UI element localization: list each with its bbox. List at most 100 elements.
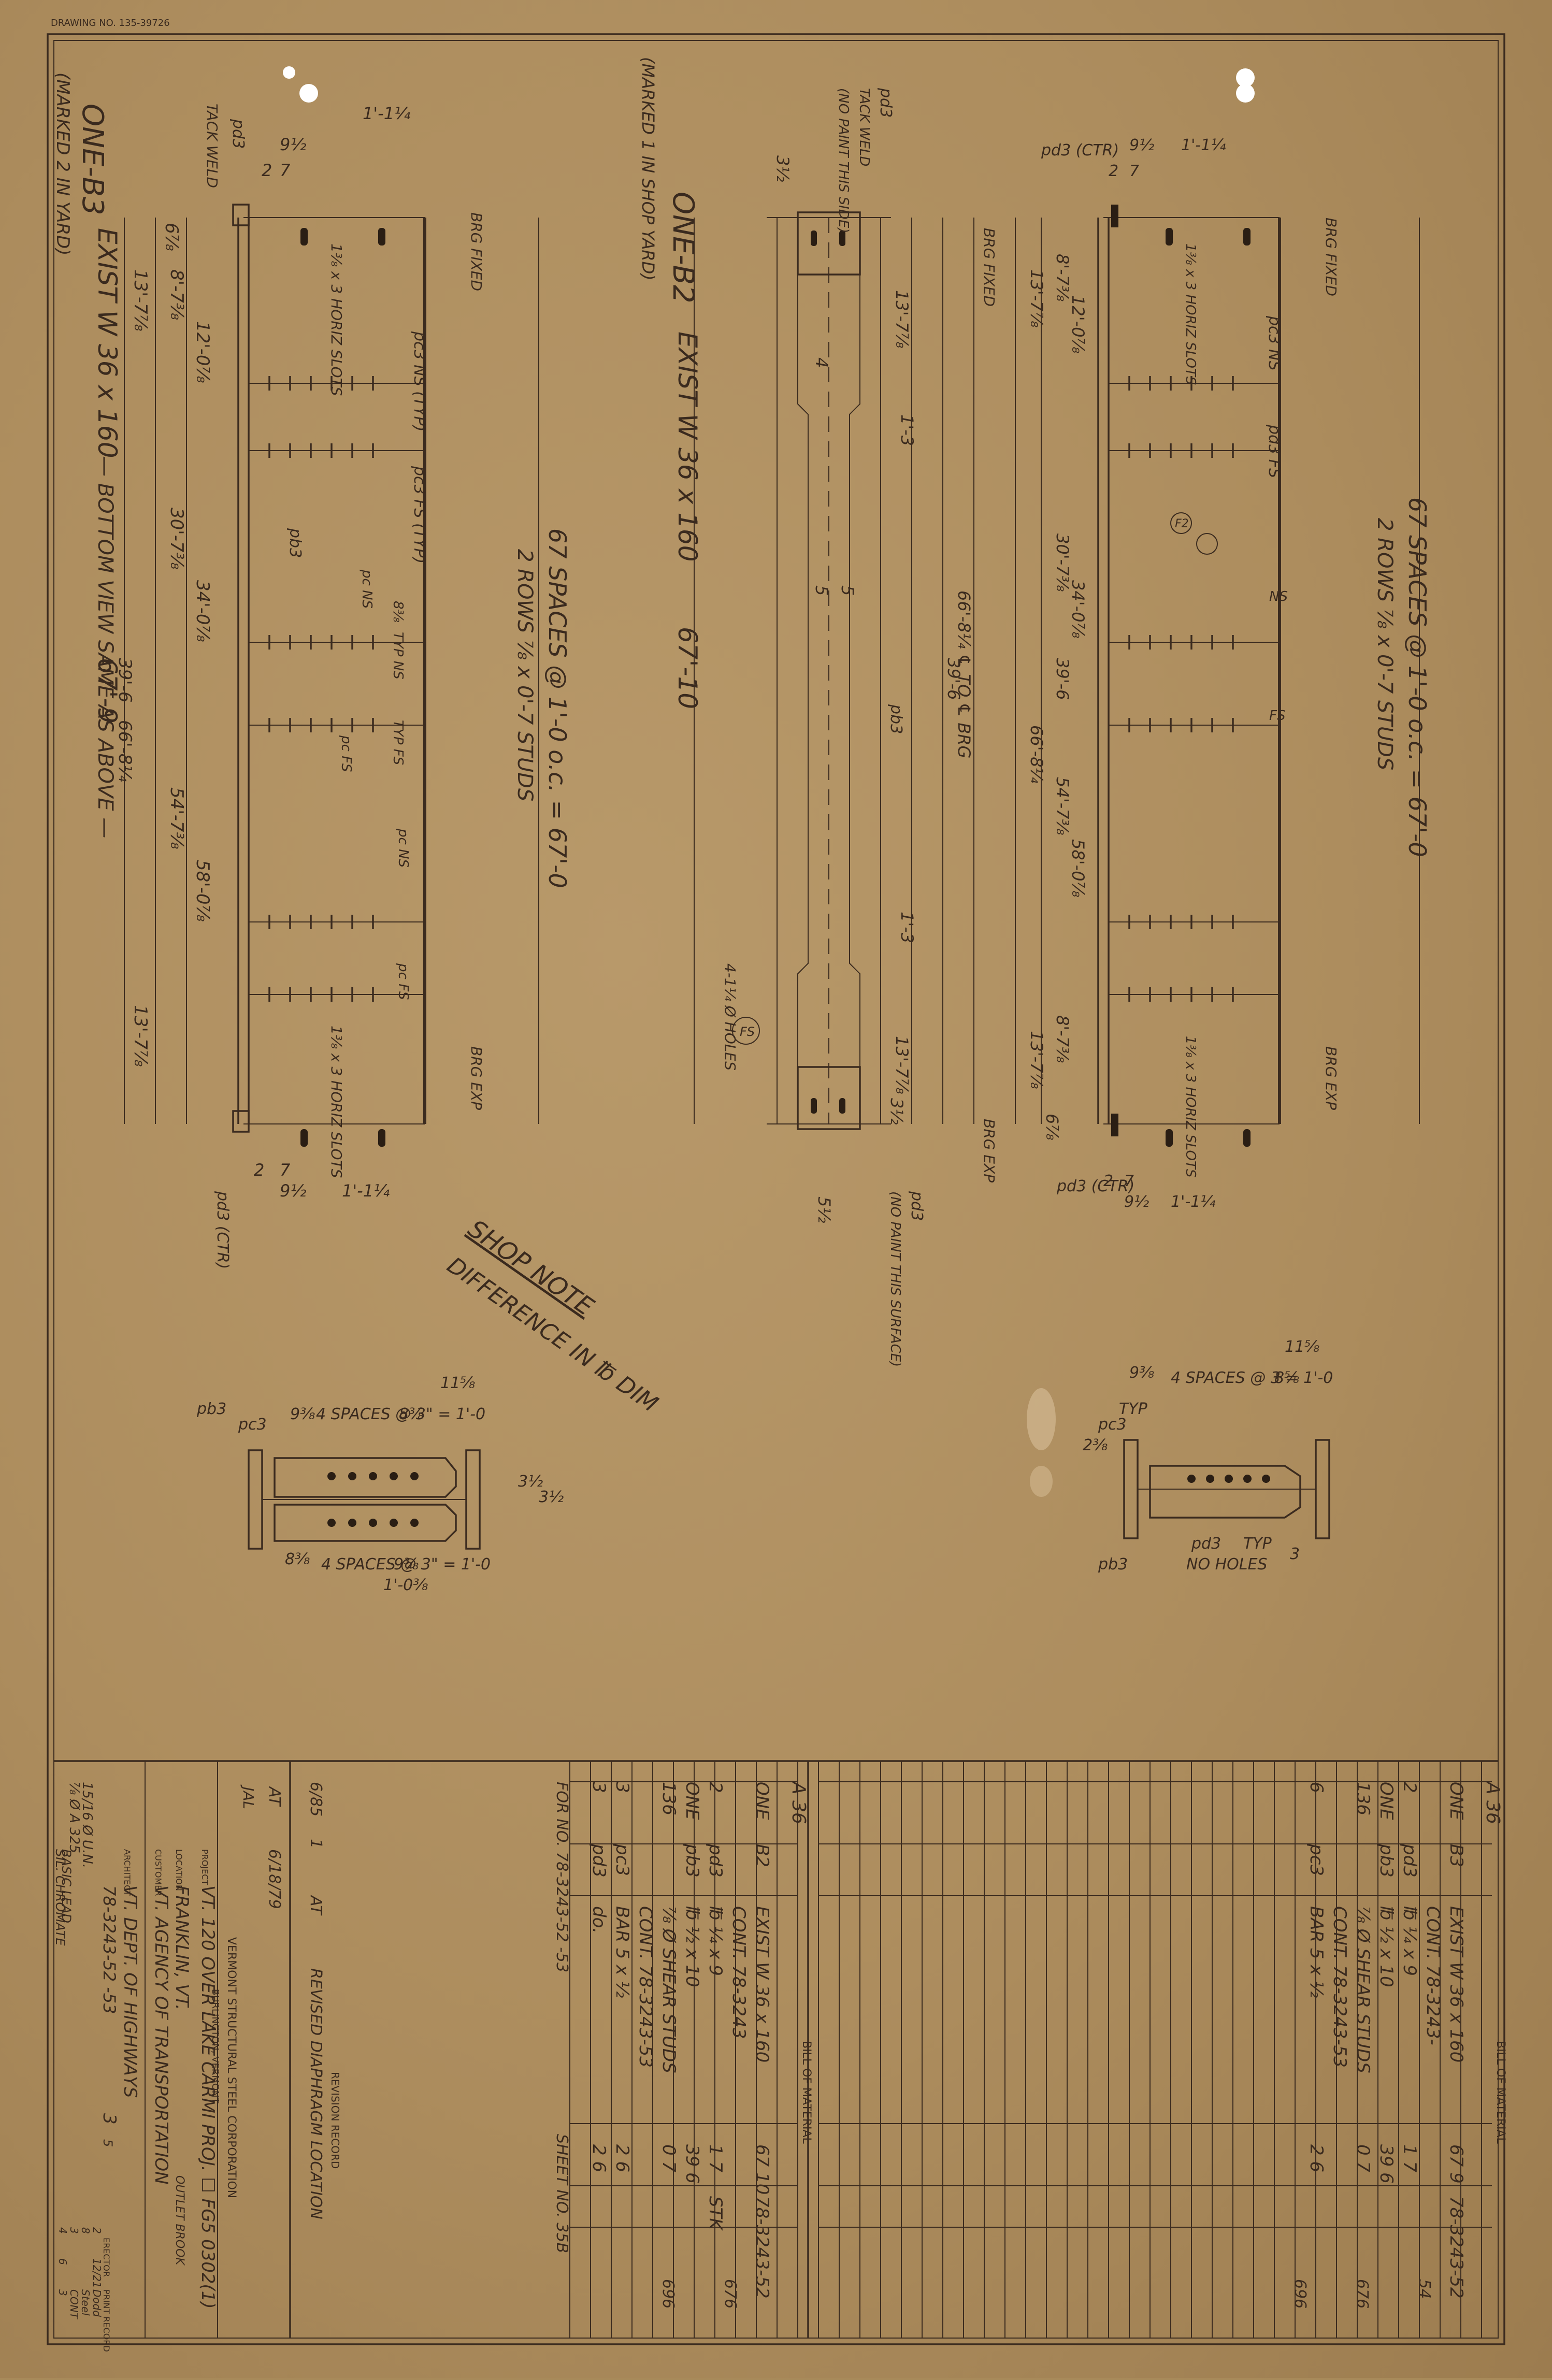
- b3-dim-bottom: 7: [280, 1160, 291, 1180]
- detail-right-label: NO HOLES: [1186, 1555, 1267, 1574]
- b3-title: ONE-B3: [76, 104, 109, 215]
- r-ns-label: NS: [1269, 589, 1288, 604]
- b3-annotation: pc NS: [359, 569, 375, 609]
- r-dim-bottom: 7: [1124, 1172, 1134, 1190]
- tb-shop-coat: BASIC LEAD: [59, 1849, 74, 1923]
- bom_left-cell: 0 7: [658, 2144, 679, 2172]
- b2-dim: 13'-7⅞: [892, 1036, 912, 1094]
- detail-right-label: 4 SPACES @ 3 = 1'-0: [1171, 1369, 1333, 1387]
- r-pd3-fs: pd3 FS: [1265, 424, 1283, 478]
- bom_right-cell: 67 9: [1446, 2144, 1467, 2184]
- bom_left-cell: 2 6: [588, 2144, 609, 2172]
- r-dim: 8'-7⅜: [1053, 254, 1072, 301]
- print-record-cell: 3: [56, 2289, 69, 2296]
- bom_left-cell: pd3: [588, 1843, 609, 1878]
- bom_right-cell: B3: [1446, 1844, 1467, 1867]
- b3-left-dims: 13'-7⅞13'-7⅞8'-7⅜12'-0⅞30'-7⅜34'-0⅞39'-6…: [114, 223, 213, 1067]
- tb-bolts-note: ⅞ Ø A 325: [66, 1782, 82, 1853]
- detail-left-label: 8⅜: [399, 1405, 424, 1423]
- bom_right-cell: ONE: [1376, 1782, 1397, 1820]
- b3-annotation: 8⅜: [390, 601, 406, 623]
- girder-b2-plan: [694, 211, 974, 1130]
- r-fs-label: FS: [1269, 708, 1285, 724]
- detail-right-label: 9⅜: [1129, 1364, 1154, 1382]
- b3-dim: 13'-7⅞: [130, 1005, 151, 1067]
- b2-hole-note: 4-1¼ Ø HOLES: [722, 963, 739, 1071]
- bom_left-cell: 39 6: [682, 2144, 702, 2184]
- b2-title: ONE-B2: [666, 192, 700, 304]
- b3-dim: 8'-7⅜: [166, 269, 187, 320]
- r-dim: 13'-7⅞: [1027, 269, 1046, 327]
- r-dim-top: pd3 (CTR): [1041, 141, 1119, 160]
- print-record-cell: 8: [79, 2227, 92, 2234]
- r-dim-top: 1'-1¼: [1181, 136, 1226, 154]
- bom_right-cell: 2: [1399, 1782, 1420, 1793]
- bom_left-cell: STK: [705, 2196, 726, 2231]
- detail-right-label: 11⅝: [1285, 1338, 1319, 1356]
- tb-project: VT. 120 OVER LAKE CARMI PROJ. ☐ FG5 0302…: [197, 1885, 218, 2309]
- b3-pc3-ns: pc3 NS (TYP): [410, 331, 428, 431]
- bom_left-cell: pb3: [682, 1843, 702, 1878]
- bom_right-cell: 39 6: [1376, 2144, 1397, 2184]
- print-record-cell: Dodd: [91, 2289, 103, 2317]
- tb-city: BURLINGTON, VERMONT: [210, 1989, 221, 2104]
- b3-annotation: pc FS: [338, 735, 354, 772]
- b2-brg-fixed: BRG FIXED: [981, 228, 998, 307]
- r-dim-bottom: 1'-1¼: [1171, 1193, 1215, 1211]
- bom-left-grid: [569, 1761, 798, 2338]
- detail-right-label: pb3: [1098, 1555, 1128, 1574]
- r-dim: 30'-7⅜: [1053, 533, 1072, 592]
- r-dim: 39'-6: [1053, 658, 1072, 700]
- bom_left-cell: CONT. 78-3243-53: [635, 1906, 656, 2068]
- bom_left-cell: 3: [588, 1782, 609, 1793]
- detail-left-label: 9⅜: [394, 1555, 419, 1574]
- b3-dim-top: 7: [280, 161, 291, 180]
- r-brg-exp: BRG EXP: [1323, 1046, 1340, 1110]
- bom_right-cell: ℔ ¼ x 9: [1399, 1906, 1420, 1976]
- tb-location-label: LOCATION: [174, 1849, 184, 1891]
- b2-dim: 3½: [773, 155, 793, 182]
- tb-drawn-by: AT: [265, 1786, 283, 1807]
- b3-dim: 12'-0⅞: [192, 321, 213, 383]
- print-record-cell: CONT: [68, 2289, 80, 2320]
- detail-left-label: pb3: [196, 1400, 226, 1418]
- detail-right-label: pd3: [1191, 1535, 1221, 1553]
- r-dim-top: 7: [1129, 162, 1139, 180]
- b2-brg-exp: BRG EXP: [981, 1119, 998, 1182]
- rev-mark: 1: [307, 1839, 325, 1849]
- b3-annotation: pc NS: [395, 828, 411, 868]
- detail-left-label: 8⅜: [285, 1550, 310, 1568]
- b2-fs-badge: FS: [740, 1025, 755, 1039]
- bom_right-cell: 2 6: [1306, 2144, 1327, 2172]
- r-slots-bottom: 1⅜ x 3 HORIZ SLOTS: [1183, 1036, 1198, 1177]
- girder-b3-plan: [1015, 205, 1420, 1147]
- r-dims-right: 8'-7⅜12'-0⅞13'-7⅞30'-7⅜34'-0⅞39'-654'-7⅜…: [1027, 254, 1088, 1140]
- b2-no-paint-top: (NO PAINT THIS SIDE): [836, 88, 851, 233]
- detail-right-label: pc3: [1098, 1416, 1127, 1434]
- r-dim: 54'-7⅜: [1053, 777, 1072, 835]
- punch-hole: [1236, 84, 1255, 103]
- r-slots-top: 1⅜ x 3 HORIZ SLOTS: [1183, 243, 1198, 385]
- bom_right-cell: ℔ ½ x 10: [1376, 1906, 1397, 1987]
- r-brg-fixed: BRG FIXED: [1323, 218, 1340, 296]
- b3-dim-bottom: 9½: [280, 1181, 306, 1201]
- tb-sheet-of: 5: [100, 2139, 115, 2147]
- b3-section: EXIST W 36 x 160: [92, 228, 122, 458]
- bom_left-weight: 696: [659, 2279, 677, 2309]
- b3-dim-top: 1'-1¼: [363, 104, 410, 123]
- print-record-cell: Steel: [79, 2289, 92, 2316]
- tb-architect-label: ARCHITECT: [122, 1849, 132, 1896]
- detail-left-label: 9⅜: [290, 1405, 315, 1423]
- bom_left-cell: BAR 5 x ½: [612, 1906, 633, 1998]
- bom_left-cell: pc3: [612, 1843, 633, 1876]
- tb-architect: VT. DEPT. OF HIGHWAYS: [120, 1885, 140, 2098]
- b2-pd3-top: pd3: [876, 88, 895, 118]
- bom_left-cell: 2 6: [612, 2144, 633, 2172]
